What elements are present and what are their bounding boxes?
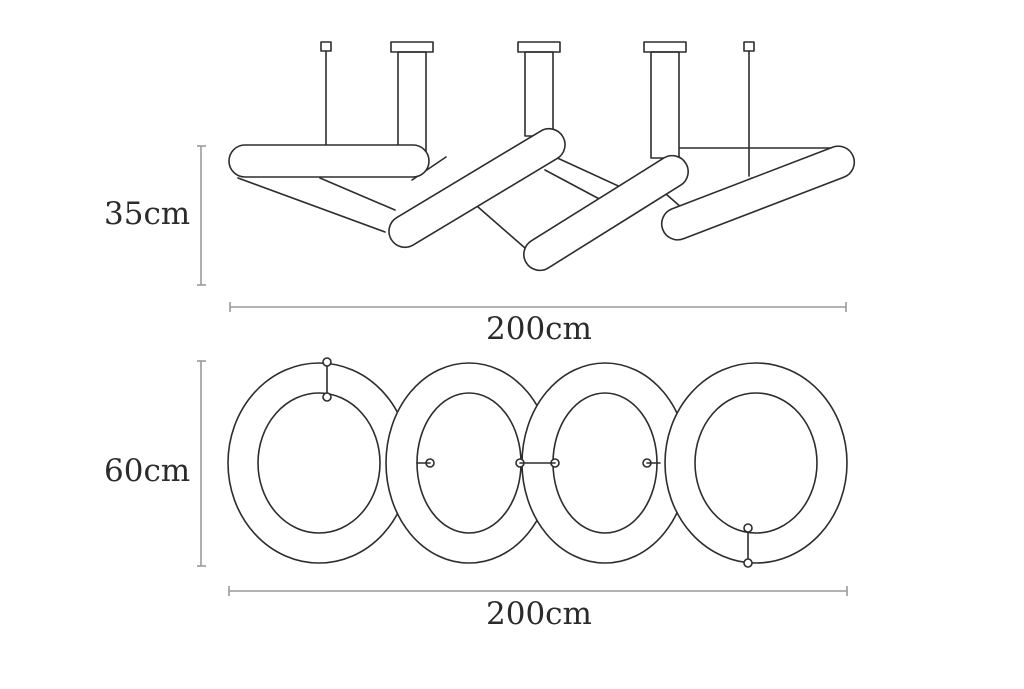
frame-line xyxy=(319,177,396,211)
ceiling-canopy-2 xyxy=(517,41,561,53)
ring-1-inner xyxy=(257,392,381,534)
mount-point xyxy=(743,558,753,568)
mount-point xyxy=(743,523,753,533)
side-view xyxy=(197,41,856,312)
mount-point xyxy=(322,357,332,367)
side-height-label: 35cm xyxy=(104,196,191,232)
top-depth-label: 60cm xyxy=(104,453,191,489)
top-view-dimensions xyxy=(197,360,848,596)
side-width-label: 200cm xyxy=(486,311,592,347)
ceiling-canopy-small-right xyxy=(743,41,755,52)
frame-line xyxy=(237,177,386,233)
ring-outlines xyxy=(227,362,848,564)
ring-4-inner xyxy=(694,392,818,534)
vertical-tube-1 xyxy=(397,51,427,159)
tube-segment-right-diagonal xyxy=(660,145,856,241)
frame-line xyxy=(469,199,526,249)
tube-segment-left-horizontal xyxy=(228,144,430,178)
top-width-label: 200cm xyxy=(486,596,592,632)
tube-segment-diagonal-1 xyxy=(388,127,566,249)
vertical-tube-2 xyxy=(524,51,554,137)
tube-segments xyxy=(228,127,856,272)
top-view xyxy=(197,357,848,596)
ceiling-canopy-3 xyxy=(643,41,687,53)
mounting-points xyxy=(322,357,753,568)
ceiling-canopy-1 xyxy=(390,41,434,53)
side-view-dimensions xyxy=(197,145,847,312)
ceiling-canopy-small-left xyxy=(320,41,332,52)
ring-4-outer xyxy=(664,362,848,564)
vertical-tube-3 xyxy=(650,51,680,159)
mount-point xyxy=(322,392,332,402)
tube-segment-diagonal-2 xyxy=(523,154,689,272)
